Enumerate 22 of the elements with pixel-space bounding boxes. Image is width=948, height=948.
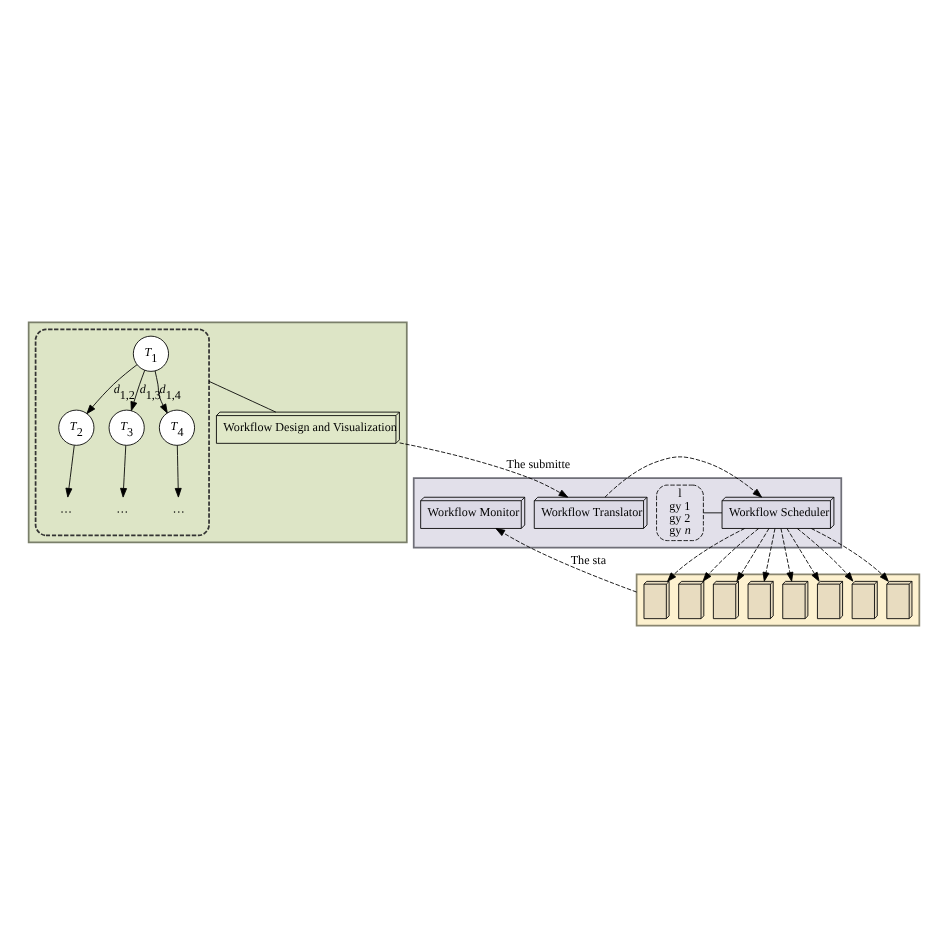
arrow	[604, 456, 763, 498]
arrow	[786, 528, 820, 582]
cluster	[27, 321, 408, 544]
arrow	[736, 528, 770, 582]
arrow	[86, 364, 138, 415]
arrow	[780, 528, 794, 582]
arrow	[174, 445, 182, 498]
arrow	[667, 528, 746, 582]
connector	[208, 380, 277, 413]
arrow	[810, 528, 889, 582]
arrow	[762, 528, 776, 582]
connector	[703, 512, 723, 514]
arrow	[154, 370, 168, 414]
cluster	[412, 477, 843, 549]
arrow	[65, 445, 75, 498]
arrow	[399, 442, 569, 498]
arrow	[495, 528, 638, 593]
arrow	[796, 528, 854, 582]
arrow	[120, 445, 127, 498]
cluster	[34, 328, 210, 537]
arrow	[130, 369, 146, 412]
arrow	[702, 528, 760, 582]
